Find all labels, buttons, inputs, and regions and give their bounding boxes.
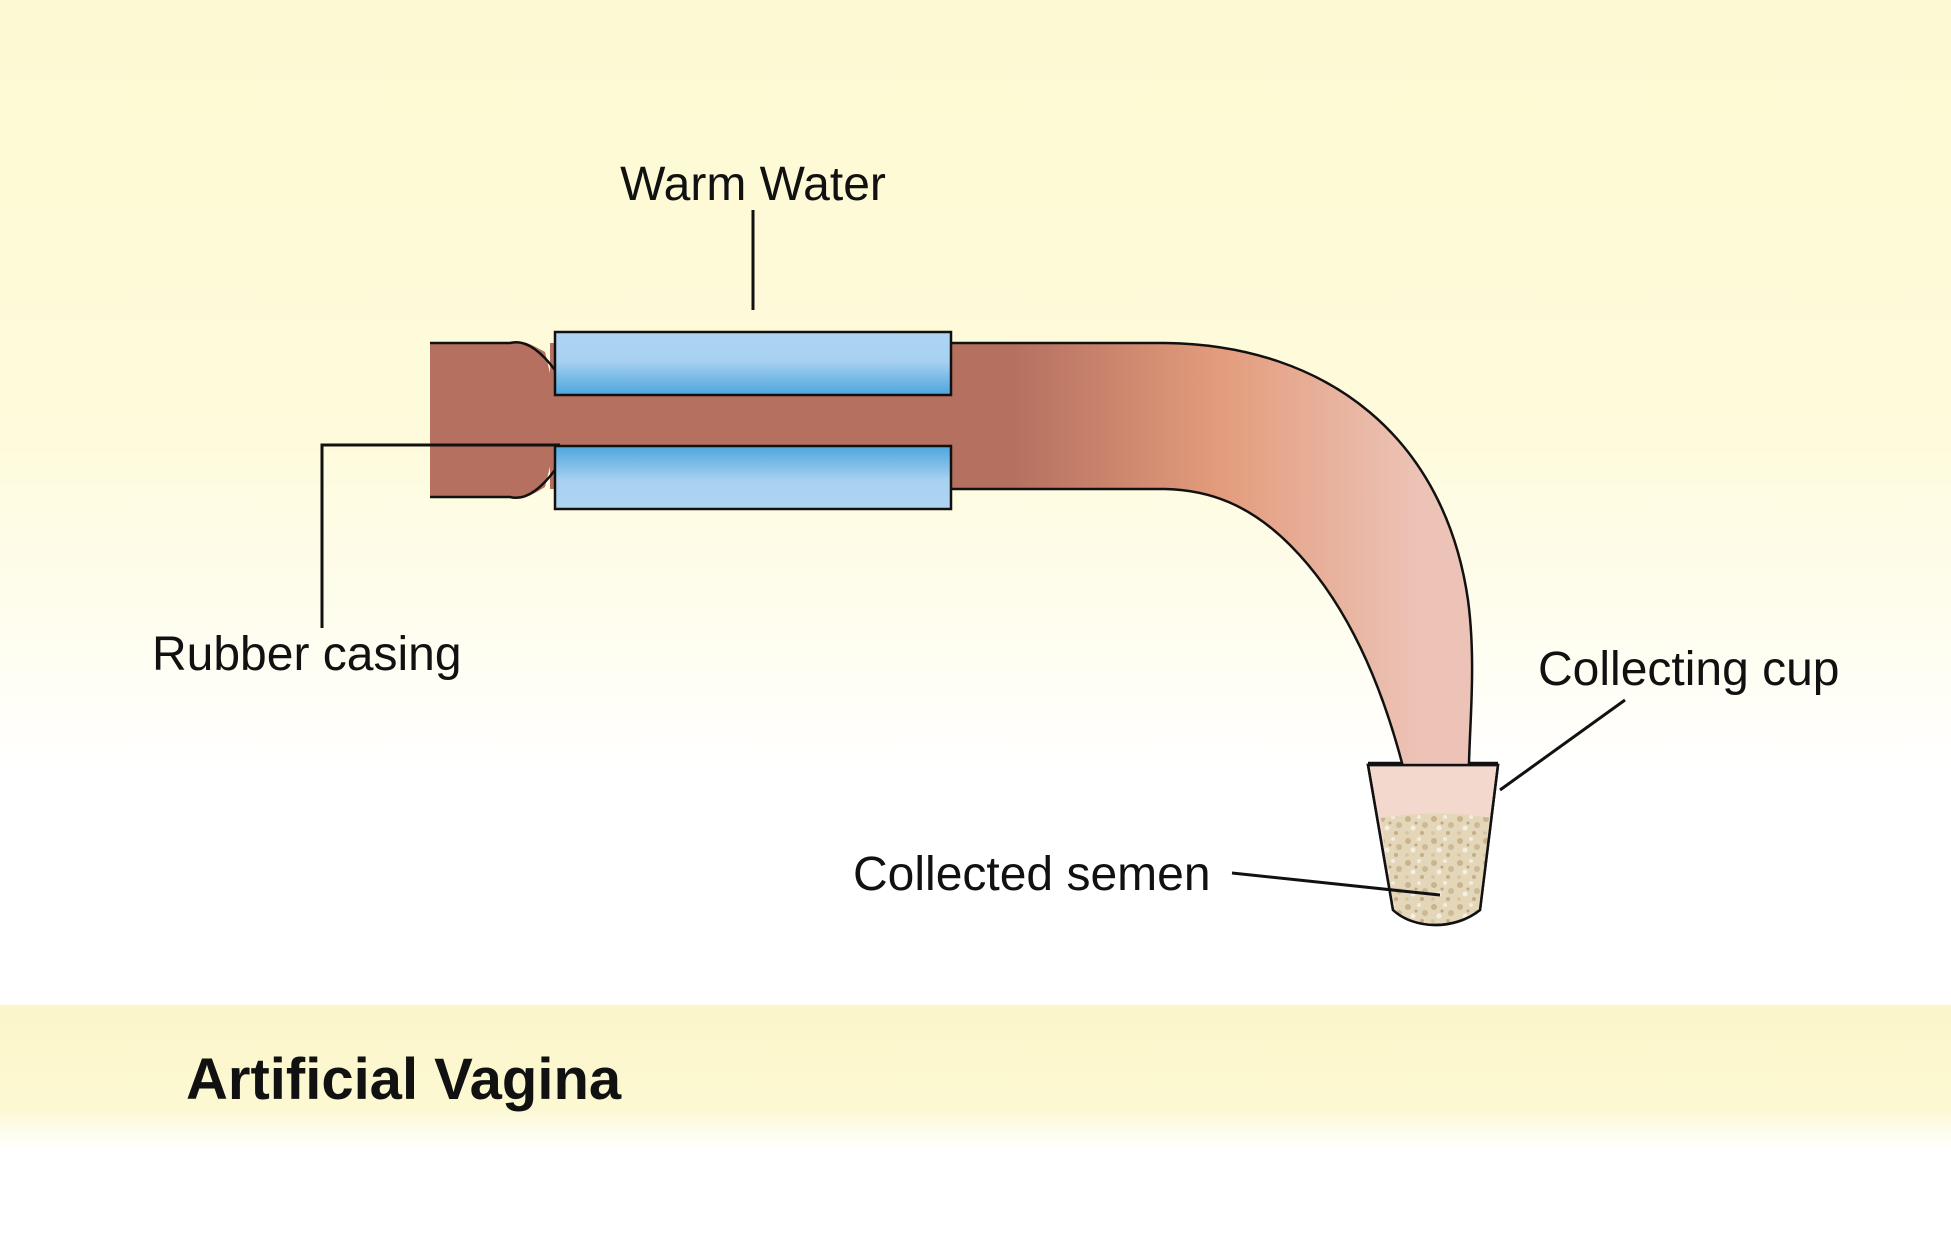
rubber-casing-label: Rubber casing (152, 628, 462, 681)
tube-outline-inner-bend (950, 487, 1404, 765)
caption-band (0, 1005, 1951, 1150)
warm-water-jacket-top (553, 330, 953, 397)
collected-semen-leader (1231, 871, 1441, 897)
collecting-cup-label: Collecting cup (1538, 643, 1840, 696)
tube-outline-outer-bend (950, 341, 1498, 765)
warm-water-label: Warm Water (620, 158, 886, 211)
collecting-cup-rim-outline (1366, 763, 1500, 927)
warm-water-jacket-bottom (553, 444, 953, 511)
collected-semen-label: Collected semen (853, 848, 1211, 901)
rubber-casing-leader (320, 443, 560, 628)
collected-semen (1381, 813, 1491, 924)
diagram-title: Artificial Vagina (186, 1047, 622, 1112)
collecting-cup-leader (1499, 698, 1626, 792)
